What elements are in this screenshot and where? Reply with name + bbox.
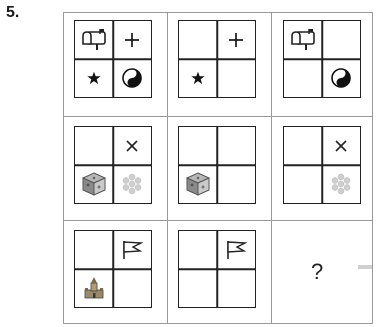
cube-icon [179,165,217,203]
mailbox-icon [75,21,113,59]
panel-r3-c2 [178,230,256,308]
panel-r2-c1 [74,126,152,204]
column-divider [167,13,168,323]
star-icon [179,59,217,97]
panel-r2-c3 [283,126,361,204]
snowflake-icon [322,165,360,203]
question-number: 5. [6,4,19,22]
flag-icon [113,231,151,269]
cross-icon [322,127,360,165]
panel-r1-c3 [283,20,361,98]
panel-r1-c1 [74,20,152,98]
yin-yang-icon [113,59,151,97]
castle-icon [75,269,113,307]
plus-icon [113,21,151,59]
scan-artifact [358,265,372,269]
column-divider [271,13,272,323]
cube-icon [75,165,113,203]
mailbox-icon [284,21,322,59]
missing-answer-placeholder: ? [311,259,323,285]
row-divider [64,116,372,117]
star-icon [75,59,113,97]
flag-icon [217,231,255,269]
panel-r1-c2 [178,20,256,98]
panel-r3-c1 [74,230,152,308]
snowflake-icon [113,165,151,203]
row-divider [64,220,372,221]
yin-yang-icon [322,59,360,97]
cross-icon [113,127,151,165]
plus-icon [217,21,255,59]
panel-r2-c2 [178,126,256,204]
